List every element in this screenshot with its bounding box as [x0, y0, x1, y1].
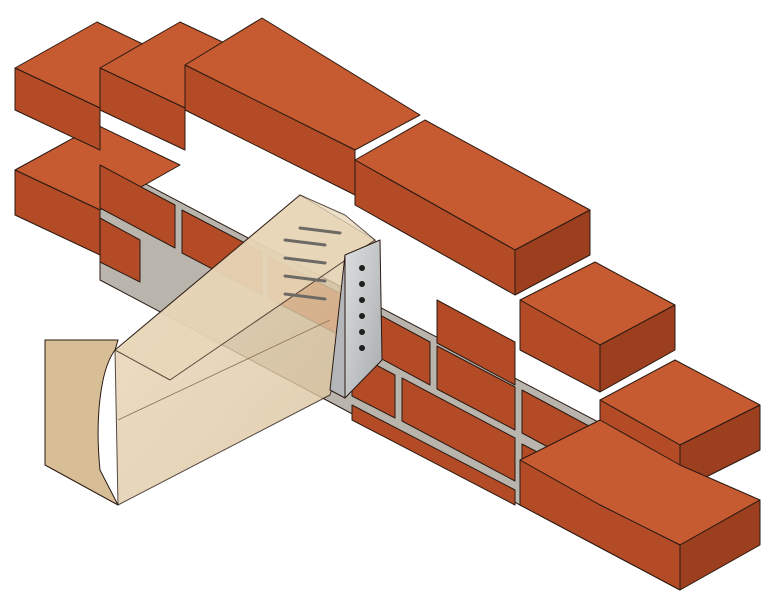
hanger-nails: [283, 226, 342, 301]
hanger-nail-holes: [359, 265, 365, 351]
brick-course-right: [519, 261, 761, 591]
joist-hanger: [283, 226, 383, 399]
timber-joist: [44, 194, 376, 506]
brick-course-top: [14, 17, 591, 296]
